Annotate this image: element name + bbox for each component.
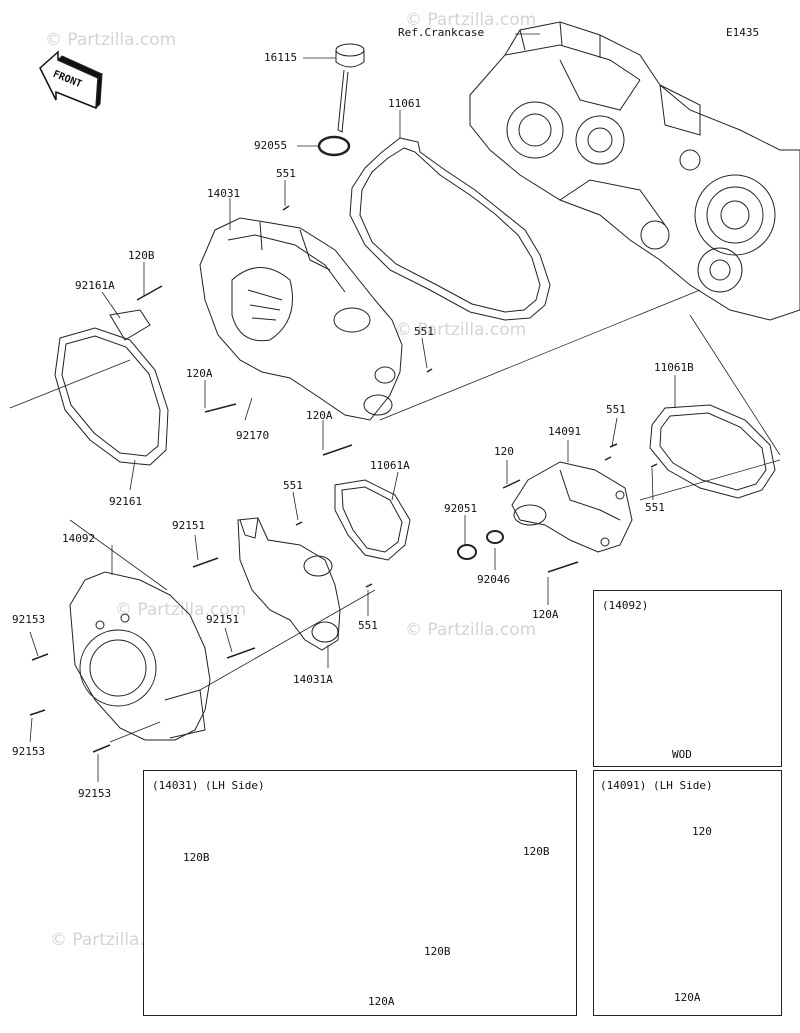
inset-14092: (14092) <box>593 590 782 767</box>
watermark: © Partzilla.com <box>115 600 247 620</box>
inset-label: 120A <box>368 995 395 1008</box>
callout-14031: 14031 <box>207 187 241 200</box>
callout-16115: 16115 <box>264 51 298 64</box>
gasket-11061 <box>349 137 551 321</box>
callout-120: 120 <box>494 445 514 458</box>
cover-14092 <box>69 571 211 741</box>
callout-551: 551 <box>283 479 303 492</box>
callout-14091: 14091 <box>548 425 582 438</box>
callout-14092: 14092 <box>62 532 96 545</box>
gasket-11061a <box>334 479 411 561</box>
callout-11061: 11061 <box>388 97 422 110</box>
gasket-92161 <box>54 327 169 466</box>
inset-14031: (14031) (LH Side) <box>143 770 577 1016</box>
watermark: © Partzilla.com <box>45 30 177 50</box>
inset-label: 120A <box>674 991 701 1004</box>
inset-title: (14091) (LH Side) <box>600 779 713 792</box>
callout-92170: 92170 <box>236 429 270 442</box>
callout-92151: 92151 <box>206 613 240 626</box>
seal-92051 <box>457 544 477 560</box>
diagram-code: E1435 <box>726 26 760 39</box>
inset-title: (14031) (LH Side) <box>152 779 265 792</box>
o-ring-92055 <box>317 135 351 157</box>
callout-551: 551 <box>606 403 626 416</box>
callout-551: 551 <box>358 619 378 632</box>
callout-11061a: 11061A <box>370 459 410 472</box>
inset-label: 120B <box>424 945 451 958</box>
watermark: © Partzilla.com <box>395 320 527 340</box>
gasket-11061b <box>649 404 776 499</box>
front-arrow-icon <box>39 50 103 110</box>
inset-title: (14092) <box>602 599 649 612</box>
callout-92161: 92161 <box>109 495 143 508</box>
cover-14091 <box>511 461 633 553</box>
watermark: © Partzilla.com <box>405 620 537 640</box>
watermark: © Partzilla.com <box>405 10 537 30</box>
crankcase-reference <box>469 21 800 321</box>
callout-120a: 120A <box>532 608 559 621</box>
callout-ref-crankcase: Ref.Crankcase <box>398 26 485 39</box>
bolts <box>29 205 658 753</box>
callout-551: 551 <box>276 167 296 180</box>
inset-caption: WOD <box>672 748 692 761</box>
callout-92051: 92051 <box>444 502 478 515</box>
strip-92161a <box>109 309 151 341</box>
inset-label: 120 <box>692 825 712 838</box>
callout-92161a: 92161A <box>75 279 115 292</box>
callout-551: 551 <box>645 501 665 514</box>
callout-11061b: 11061B <box>654 361 694 374</box>
callout-92055: 92055 <box>254 139 288 152</box>
filler-cap-16115 <box>335 43 365 133</box>
callout-92151: 92151 <box>172 519 206 532</box>
callout-92153: 92153 <box>78 787 112 800</box>
bearing-92046 <box>486 530 504 544</box>
callout-120a: 120A <box>186 367 213 380</box>
inset-label: 120B <box>183 851 210 864</box>
callout-120a: 120A <box>306 409 333 422</box>
callout-92046: 92046 <box>477 573 511 586</box>
callout-92153: 92153 <box>12 745 46 758</box>
cover-14031a <box>237 517 341 651</box>
cover-14031 <box>199 217 403 421</box>
leader-lines <box>9 33 781 782</box>
inset-label: 120B <box>523 845 550 858</box>
callout-120b: 120B <box>128 249 155 262</box>
callout-551: 551 <box>414 325 434 338</box>
callout-14031a: 14031A <box>293 673 333 686</box>
callout-92153: 92153 <box>12 613 46 626</box>
inset-14091: (14091) (LH Side) <box>593 770 782 1016</box>
